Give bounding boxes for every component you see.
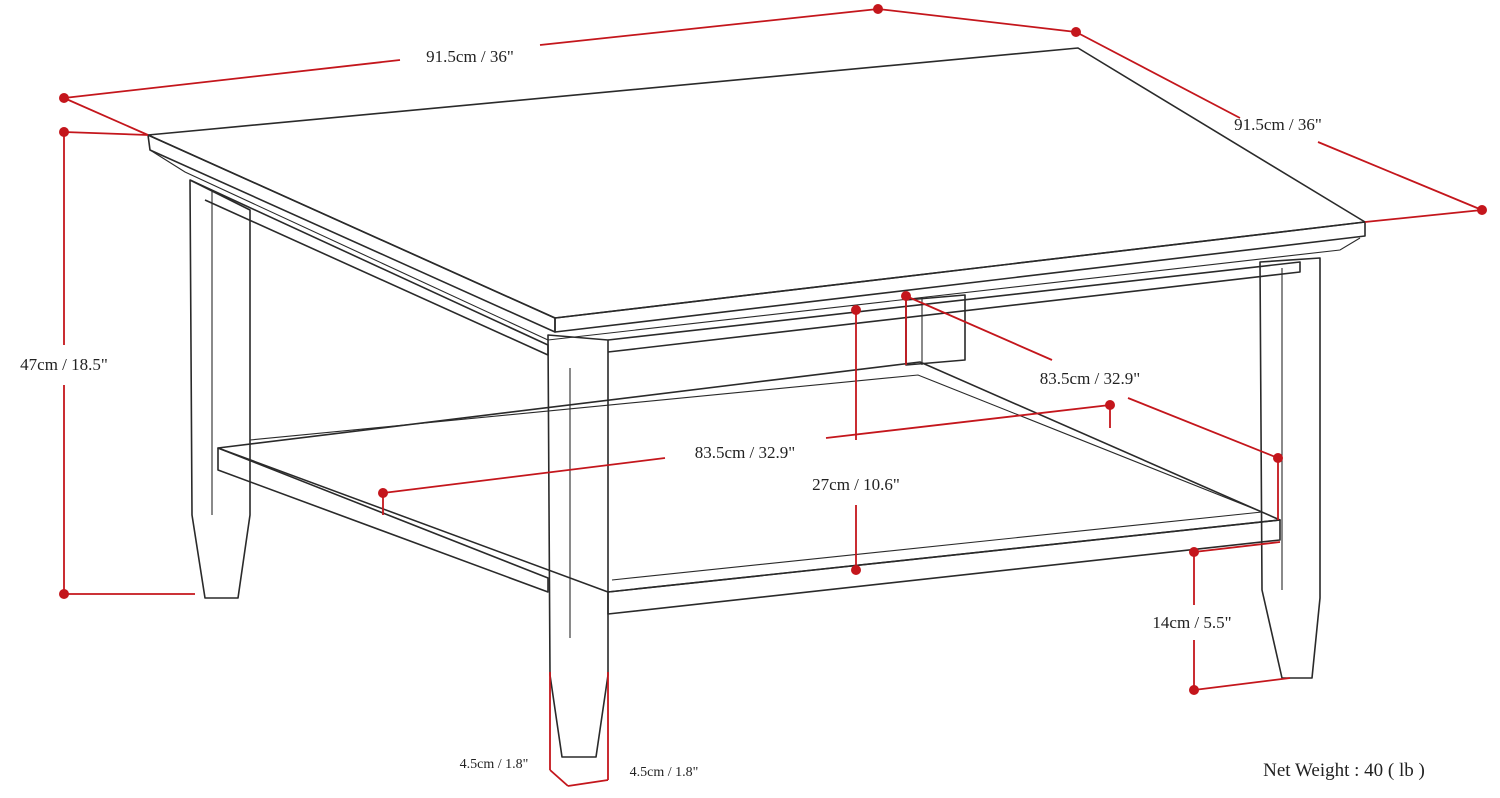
label-shelf-depth-inner: 83.5cm / 32.9" [1040,369,1140,388]
dim-clearance-dot-top [851,305,861,315]
dim-height-dot-top [59,127,69,137]
shelf-front-edge-left [217,447,549,593]
apron-right [607,261,1301,353]
leg-front-right [1259,257,1321,679]
dim-shelf-width-line-a [382,457,666,494]
dim-shelf-height-dot-bottom [1189,685,1199,695]
dim-shelf-depth-line-b [1127,397,1279,459]
dimension-labels: 91.5cm / 36" 91.5cm / 36" 47cm / 18.5" 8… [20,47,1425,781]
shelf-front-edge-right [607,519,1281,615]
table-top-right-edge [554,221,1366,333]
label-shelf-width-inner: 83.5cm / 32.9" [695,443,795,462]
table-outline [147,47,1366,758]
label-top-depth: 91.5cm / 36" [1234,115,1322,134]
dim-shelf-depth-line-a [905,295,1053,361]
label-leg-width-left: 4.5cm / 1.8" [460,757,529,772]
label-net-weight: Net Weight : 40 ( lb ) [1263,760,1425,781]
dim-shelf-height-ext-bottom [1193,677,1291,691]
dim-top-width-line-b [539,8,879,46]
dim-top-depth-ext [1364,209,1483,223]
dim-height-dot-bottom [59,589,69,599]
dim-clearance-dot-bottom [851,565,861,575]
dim-top-depth-line-c [1317,141,1483,211]
dim-shelf-depth-dot-back [901,291,911,301]
leg-back-left [189,179,251,599]
dim-top-depth-dot-back [1071,27,1081,37]
dim-leg-width-diag [549,769,569,787]
table-top-front-edge [147,134,556,333]
top-molding-left [149,149,549,341]
dim-top-width-ext [63,97,149,136]
dim-shelf-height-ext-top [1193,541,1281,553]
dim-leg-width-baseline [567,779,609,787]
dim-top-width-line-a [63,59,401,99]
label-leg-width-right: 4.5cm / 1.8" [630,765,699,780]
dim-top-depth-line-a [877,8,1077,33]
dim-shelf-width-dot-right [1105,400,1115,410]
dim-shelf-width-line-b [825,404,1111,439]
dim-height-ext-top [63,131,149,136]
dimension-lines [59,4,1487,787]
dim-shelf-height-dot-top [1189,547,1199,557]
dim-top-depth-dot-front [1477,205,1487,215]
dim-top-depth-line-b [1075,31,1241,119]
label-shelf-clearance: 27cm / 10.6" [812,475,900,494]
top-molding-right [547,237,1361,341]
label-top-width: 91.5cm / 36" [426,47,514,66]
dim-top-width-dot-left [59,93,69,103]
label-total-height: 47cm / 18.5" [20,355,108,374]
shelf-inner-rim [249,374,1263,581]
leg-front-center [547,334,609,758]
dim-shelf-depth-dot-front [1273,453,1283,463]
dim-shelf-width-dot-left [378,488,388,498]
label-shelf-height: 14cm / 5.5" [1152,613,1231,632]
